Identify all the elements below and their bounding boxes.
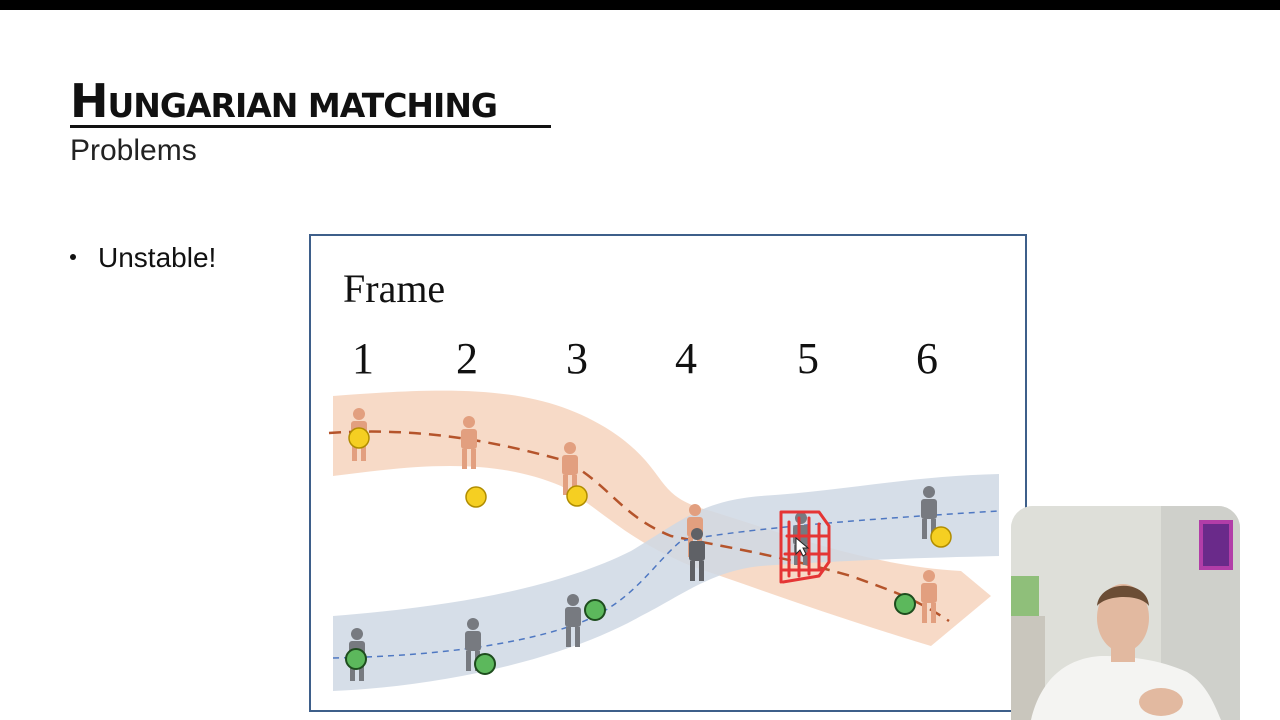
tracking-diagram: Frame 1 2 3 4 5 6: [328, 266, 1000, 691]
mouse-cursor-icon: [795, 536, 810, 557]
detection-green-3: [584, 599, 606, 621]
top-bar: [0, 0, 1280, 10]
bullet-item: Unstable!: [70, 242, 216, 274]
detection-yellow-6: [930, 526, 952, 548]
slide-title-rest: UNGARIAN MATCHING: [107, 86, 499, 125]
trajectory-a: [328, 430, 950, 623]
tracking-figure: Frame 1 2 3 4 5 6: [309, 234, 1027, 712]
slide-subtitle: Problems: [70, 134, 197, 167]
detection-yellow-2: [465, 486, 487, 508]
frame-number-2: 2: [456, 334, 478, 383]
bullet-text: Unstable!: [98, 242, 217, 273]
track-band-a: [333, 390, 991, 646]
frame-number-6: 6: [916, 334, 938, 383]
frame-number-4: 4: [675, 334, 697, 383]
slide-title: HUNGARIAN MATCHING: [70, 78, 499, 125]
trajectory-b: [332, 510, 1000, 659]
detection-green-6: [894, 593, 916, 615]
detection-yellow-3: [566, 485, 588, 507]
detection-yellow-1: [348, 427, 370, 449]
bullet-list: Unstable!: [70, 242, 216, 274]
bullet-dot-icon: [70, 253, 76, 260]
detection-green-1: [345, 648, 367, 670]
detection-green-2: [474, 653, 496, 675]
frame-number-1: 1: [352, 334, 374, 383]
frame-number-5: 5: [797, 334, 819, 383]
webcam-feed-image: [1011, 506, 1240, 720]
track-band-b: [333, 474, 999, 691]
presenter-webcam: [1011, 506, 1240, 720]
frame-number-3: 3: [566, 334, 588, 383]
frame-label: Frame: [343, 266, 445, 311]
slide-title-initial: H: [70, 74, 108, 128]
title-underline: [70, 125, 551, 128]
